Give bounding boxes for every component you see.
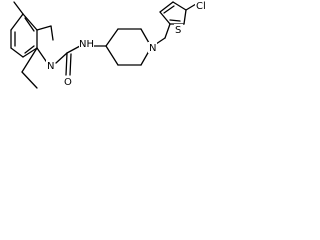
label-bg-piperidine-n [148, 42, 157, 53]
bond-lines [10, 1, 197, 89]
bond-indoline-2 [50, 25, 54, 41]
atom-label-piperidine-n: N [149, 43, 156, 54]
chemical-structure-diagram: N O NH N Cl S [10, 0, 210, 89]
bond-benzene-3 [10, 47, 24, 58]
bond-benzene-double-b [24, 17, 35, 32]
bond-thio-2 [159, 1, 174, 13]
bond-ch2-thiophene [164, 23, 171, 39]
atom-label-amide-nh: NH [79, 39, 94, 50]
label-bg-carbonyl-o [63, 76, 73, 87]
bond-indoline-4 [21, 71, 38, 89]
bond-benzene-6 [22, 13, 38, 31]
bond-n-carbonyl [55, 52, 68, 64]
bond-thio-3 [172, 1, 187, 11]
atom-label-sulfur: S [175, 25, 181, 36]
bond-indoline-3 [21, 47, 38, 73]
label-bg-amide-nh [79, 38, 94, 49]
atom-label-carbonyl-o: O [64, 77, 72, 88]
atom-label-chlorine: Cl [196, 1, 206, 12]
bond-benzene-4 [22, 47, 38, 58]
label-bg-chlorine [195, 0, 210, 11]
bond-benzene-1 [10, 13, 24, 31]
label-bg-indoline-n [46, 60, 55, 71]
bond-benzene-double-c [24, 45, 35, 54]
bond-n-ch2 [155, 37, 166, 45]
bond-pip-6 [105, 45, 119, 66]
bond-methyl [13, 1, 24, 15]
bond-pip-1 [105, 28, 119, 47]
bond-pip-4 [140, 50, 150, 66]
bond-pip-3 [140, 28, 150, 44]
bond-thio-double-a [163, 5, 175, 14]
bond-thio-4 [183, 9, 187, 25]
atom-labels: N O NH N Cl S [46, 0, 210, 88]
bond-thio-double-b [169, 19, 181, 22]
bond-c-cl [185, 3, 197, 11]
atom-label-indoline-n: N [47, 61, 54, 72]
bond-carbonyl-o-2 [69, 53, 72, 76]
bond-carbonyl-o-1 [65, 52, 68, 76]
bond-carbonyl-nh [66, 45, 81, 54]
bond-indoline-1 [36, 25, 52, 31]
bond-thio-1 [159, 11, 171, 25]
label-bg-sulfur [174, 24, 183, 35]
